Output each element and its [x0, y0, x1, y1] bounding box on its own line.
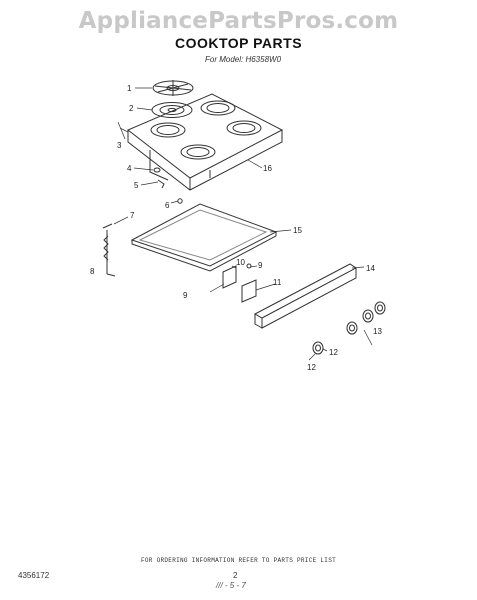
- document-number: 4356172: [18, 571, 50, 580]
- callout-10: 10: [236, 258, 245, 267]
- handwritten-mark: /// - 5 - 7: [216, 581, 246, 590]
- callout-13: 13: [373, 327, 382, 336]
- leader-lines: [113, 87, 373, 361]
- control-panel-part: [253, 263, 357, 329]
- model-label: For Model: H6358W0: [205, 55, 282, 64]
- callout-11: 11: [273, 278, 282, 287]
- cooktop-panel-part: [127, 93, 284, 191]
- page-number: 2: [233, 571, 238, 580]
- callout-2: 2: [129, 104, 134, 113]
- callout-9a: 9: [183, 291, 188, 300]
- callout-8: 8: [90, 267, 95, 276]
- callout-14: 14: [366, 264, 375, 273]
- callout-3: 3: [117, 141, 122, 150]
- callout-7: 7: [130, 211, 135, 220]
- callout-12a: 12: [329, 348, 338, 357]
- ordering-note: FOR ORDERING INFORMATION REFER TO PARTS …: [140, 557, 337, 564]
- watermark: AppliancePartsPros.com: [78, 8, 399, 34]
- grate-part: [152, 80, 194, 96]
- callout-9b: 9: [258, 261, 263, 270]
- callout-5: 5: [134, 181, 139, 190]
- callout-4: 4: [127, 164, 132, 173]
- bracket-parts: [222, 263, 257, 303]
- callout-1: 1: [127, 84, 132, 93]
- page-title: COOKTOP PARTS: [174, 35, 303, 51]
- callout-16: 16: [263, 164, 272, 173]
- callout-12b: 12: [307, 363, 316, 372]
- callout-6: 6: [165, 201, 170, 210]
- callout-15: 15: [293, 226, 302, 235]
- hinge-rod-part: [102, 223, 116, 277]
- control-knob-part: [312, 301, 386, 355]
- burner-box-part: [130, 203, 278, 272]
